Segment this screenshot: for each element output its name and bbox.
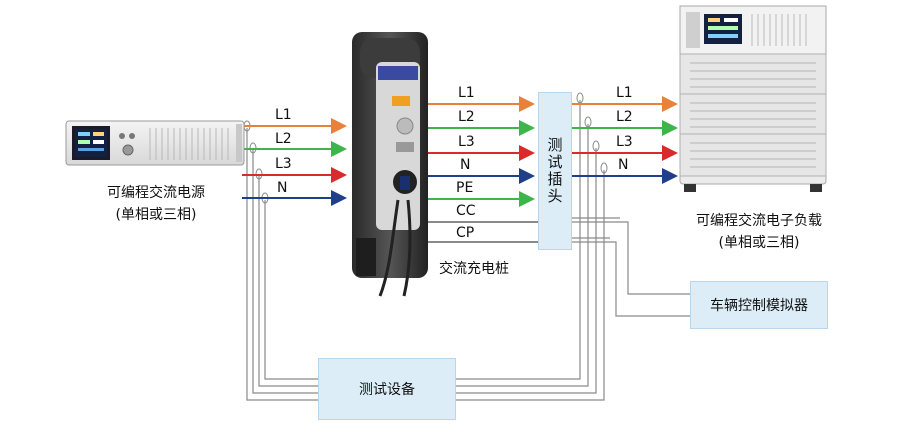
- charging-pile-caption-text: 交流充电桩: [439, 261, 509, 277]
- charger-wire-label-l2: L2: [458, 109, 475, 125]
- ac-load-caption-line1: 可编程交流电子负载: [696, 213, 822, 229]
- charger-wires: [428, 96, 538, 243]
- charger-wire-label-n: N: [460, 157, 471, 173]
- ac-load-caption-line2: (单相或三相): [718, 235, 800, 251]
- ac-source-caption-line2: (单相或三相): [115, 207, 197, 223]
- output-wire-label-l2: L2: [616, 109, 633, 125]
- ac-source-caption: 可编程交流电源 (单相或三相): [76, 182, 236, 226]
- test-equipment-label: 测试设备: [359, 382, 415, 398]
- charger-wire-label-cp: CP: [456, 225, 475, 241]
- charger-wire-label-pe: PE: [456, 180, 474, 196]
- charger-wire-label-cc: CC: [456, 203, 476, 219]
- vehicle-simulator-label: 车辆控制模拟器: [710, 298, 808, 314]
- charging-pile-caption: 交流充电桩: [434, 258, 514, 280]
- output-wire-label-l1: L1: [616, 85, 633, 101]
- test-plug-box: 测试插头: [538, 92, 572, 250]
- vehicle-simulator-box: 车辆控制模拟器: [690, 281, 828, 329]
- input-wire-label-l2: L2: [275, 131, 292, 147]
- signal-wires: [246, 100, 690, 401]
- output-wire-label-n: N: [618, 157, 629, 173]
- input-wires: [242, 118, 347, 206]
- test-equipment-box: 测试设备: [318, 358, 456, 420]
- input-wire-label-l1: L1: [275, 107, 292, 123]
- ac-source-device-image: [65, 120, 245, 166]
- ac-load-caption: 可编程交流电子负载 (单相或三相): [674, 210, 844, 254]
- charger-wire-label-l3: L3: [458, 134, 475, 150]
- output-wire-label-l3: L3: [616, 134, 633, 150]
- ac-source-caption-line1: 可编程交流电源: [107, 185, 205, 201]
- test-plug-label: 测试插头: [545, 137, 564, 205]
- charger-wire-label-l1: L1: [458, 85, 475, 101]
- input-wire-label-n: N: [277, 180, 288, 196]
- ac-load-device-image: [679, 5, 827, 192]
- input-wire-label-l3: L3: [275, 156, 292, 172]
- output-wires: [572, 96, 678, 184]
- charging-pile-image: [352, 32, 428, 297]
